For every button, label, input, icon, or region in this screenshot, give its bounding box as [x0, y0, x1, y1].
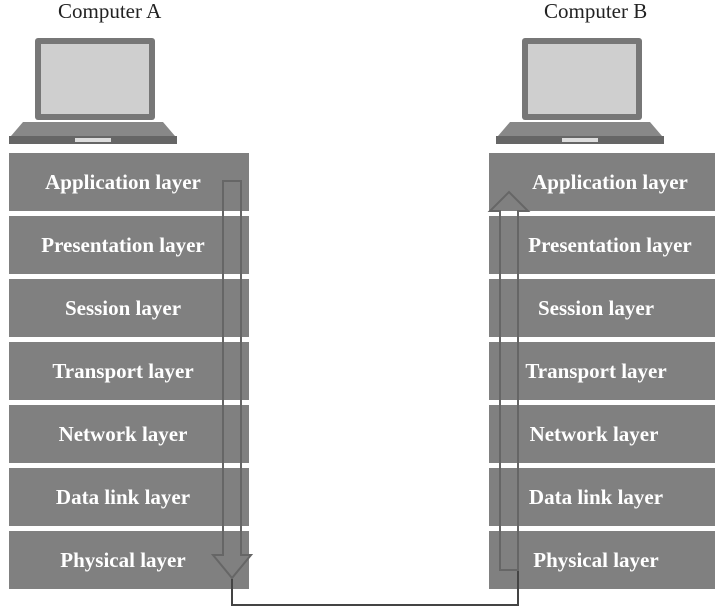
layer-transport-b: Transport layer — [489, 342, 715, 400]
layer-label: Transport layer — [525, 358, 667, 383]
layer-application-a: Application layer — [9, 153, 249, 211]
layer-data-link-b: Data link layer — [489, 468, 715, 526]
layer-network-a: Network layer — [9, 405, 249, 463]
layer-presentation-a: Presentation layer — [9, 216, 249, 274]
layer-label: Physical layer — [60, 547, 186, 572]
physical-link-line — [231, 571, 519, 606]
layer-label: Network layer — [529, 421, 659, 446]
laptop-icon — [496, 38, 664, 154]
laptop-keyboard-base — [496, 122, 664, 144]
layer-label: Application layer — [532, 169, 688, 194]
layer-label: Transport layer — [52, 358, 194, 383]
layer-application-b: Application layer — [489, 153, 715, 211]
layer-label: Presentation layer — [41, 232, 205, 257]
laptop-lid — [522, 38, 642, 120]
layer-physical-a: Physical layer — [9, 531, 249, 589]
laptop-screen — [528, 44, 636, 114]
layer-transport-a: Transport layer — [9, 342, 249, 400]
layer-label: Session layer — [537, 295, 655, 320]
laptop-lid — [35, 38, 155, 120]
layer-label: Data link layer — [55, 484, 191, 509]
laptop-keyboard-base — [9, 122, 177, 144]
computer-a-label: Computer A — [58, 0, 162, 23]
layer-network-b: Network layer — [489, 405, 715, 463]
layer-presentation-b: Presentation layer — [489, 216, 715, 274]
layer-physical-b: Physical layer — [489, 531, 715, 589]
layer-session-b: Session layer — [489, 279, 715, 337]
computer-b-layer-stack: Application layer Presentation layer Ses… — [489, 153, 715, 589]
layer-label: Data link layer — [528, 484, 664, 509]
layer-session-a: Session layer — [9, 279, 249, 337]
layer-label: Presentation layer — [528, 232, 692, 257]
laptop-icon — [9, 38, 177, 154]
layer-label: Application layer — [45, 169, 201, 194]
layer-label: Network layer — [58, 421, 188, 446]
layer-label: Session layer — [64, 295, 182, 320]
layer-data-link-a: Data link layer — [9, 468, 249, 526]
computer-b-label: Computer B — [544, 0, 648, 23]
layer-label: Physical layer — [533, 547, 659, 572]
computer-a-layer-stack: Application layer Presentation layer Ses… — [9, 153, 249, 589]
laptop-screen — [41, 44, 149, 114]
